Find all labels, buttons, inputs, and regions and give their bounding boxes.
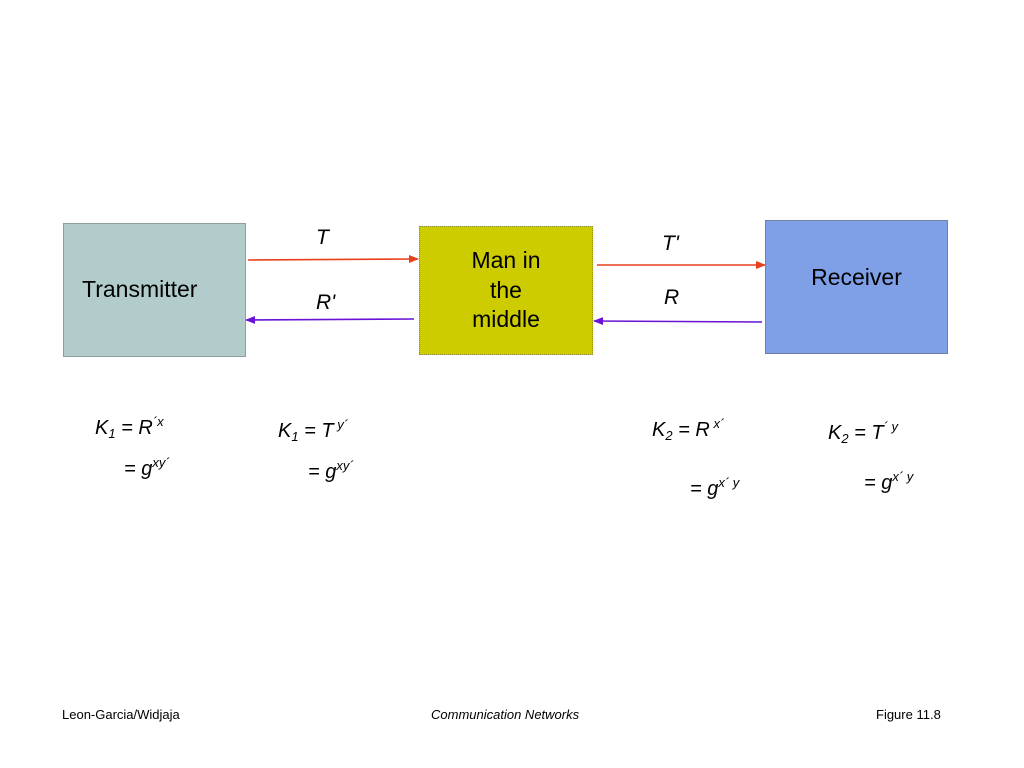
equation-transmitter-g: = gxy´ bbox=[124, 455, 170, 480]
footer-authors: Leon-Garcia/Widjaja bbox=[62, 707, 180, 722]
transmitter-label: Transmitter bbox=[82, 276, 198, 303]
receiver-box: Receiver bbox=[765, 220, 948, 354]
label-r-prime: R' bbox=[316, 291, 336, 314]
footer-figure-number: Figure 11.8 bbox=[876, 707, 941, 722]
equation-mitm-g2: = gx´ y bbox=[690, 475, 740, 500]
receiver-label: Receiver bbox=[811, 264, 902, 291]
equation-transmitter-k1: K1 = R´x bbox=[95, 414, 164, 441]
arrow-receiver-to-mitm bbox=[593, 317, 763, 326]
label-r: R bbox=[664, 286, 680, 309]
footer-title: Communication Networks bbox=[431, 707, 580, 722]
man-in-middle-box: Man in the middle bbox=[419, 226, 593, 355]
equation-mitm-k2: K2 = R x´ bbox=[652, 416, 725, 443]
man-in-middle-label: Man in the middle bbox=[471, 246, 541, 333]
equation-mitm-k1: K1 = T y´ bbox=[278, 417, 349, 444]
label-t: T bbox=[316, 226, 329, 249]
arrow-mitm-to-transmitter bbox=[245, 315, 415, 324]
equation-receiver-k2: K2 = T´ y bbox=[828, 419, 899, 446]
arrow-transmitter-to-mitm bbox=[247, 255, 419, 264]
transmitter-box: Transmitter bbox=[63, 223, 246, 357]
equation-receiver-g: = gx´ y bbox=[864, 469, 914, 494]
label-t-prime: T' bbox=[662, 232, 679, 255]
equation-mitm-g1: = gxy´ bbox=[308, 458, 354, 483]
